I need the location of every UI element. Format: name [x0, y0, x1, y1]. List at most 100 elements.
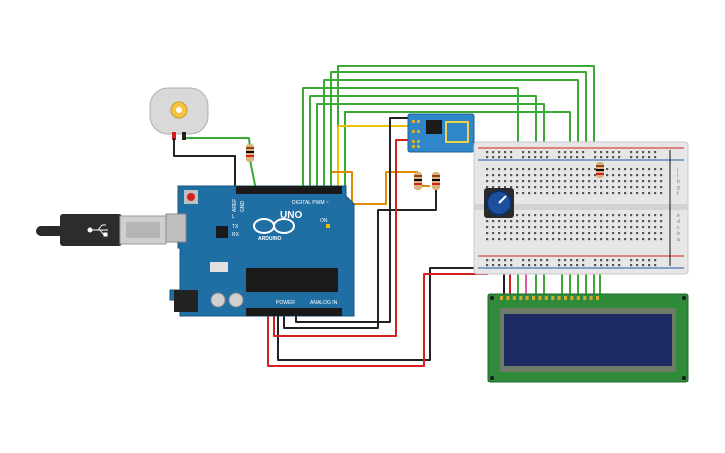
breadboard-hole	[516, 226, 519, 229]
breadboard-hole	[540, 168, 543, 171]
breadboard-hole	[540, 156, 543, 159]
breadboard-hole	[534, 192, 537, 195]
breadboard-hole	[534, 264, 537, 267]
lcd-16x2[interactable]	[487, 293, 689, 383]
breadboard-hole	[642, 264, 645, 267]
breadboard-hole	[654, 156, 657, 159]
breadboard-hole	[648, 180, 651, 183]
breadboard-hole	[546, 226, 549, 229]
breadboard-hole	[528, 232, 531, 235]
breadboard-hole	[636, 220, 639, 223]
breadboard-hole	[540, 264, 543, 267]
breadboard-hole	[546, 232, 549, 235]
breadboard-hole	[564, 226, 567, 229]
breadboard-hole	[636, 168, 639, 171]
breadboard-hole	[504, 259, 507, 262]
usb-cable	[36, 214, 167, 246]
breadboard-hole	[522, 151, 525, 154]
breadboard-hole	[618, 156, 621, 159]
potentiometer[interactable]	[484, 188, 514, 218]
breadboard-hole	[606, 180, 609, 183]
breadboard-hole	[612, 156, 615, 159]
esp8266-module[interactable]	[407, 113, 475, 153]
resistor-breadboard[interactable]	[596, 162, 604, 178]
breadboard-row-letter: a	[677, 237, 680, 243]
lcd-pin	[525, 296, 529, 300]
breadboard-hole	[594, 151, 597, 154]
breadboard-hole	[612, 168, 615, 171]
breadboard-hole	[630, 214, 633, 217]
breadboard-hole	[582, 226, 585, 229]
breadboard-hole	[546, 264, 549, 267]
breadboard-hole	[546, 180, 549, 183]
wire-orange	[332, 171, 418, 205]
breadboard-hole	[540, 214, 543, 217]
breadboard-hole	[630, 180, 633, 183]
breadboard-hole	[570, 151, 573, 154]
breadboard-hole	[564, 180, 567, 183]
breadboard-hole	[594, 232, 597, 235]
breadboard-hole	[558, 151, 561, 154]
breadboard-hole	[582, 220, 585, 223]
breadboard-hole	[570, 186, 573, 189]
breadboard-hole	[612, 220, 615, 223]
breadboard-hole	[636, 232, 639, 235]
breadboard-hole	[600, 214, 603, 217]
breadboard-hole	[636, 264, 639, 267]
breadboard-hole	[528, 192, 531, 195]
breadboard-hole	[660, 186, 663, 189]
breadboard-hole	[564, 192, 567, 195]
breadboard-hole	[564, 259, 567, 262]
breadboard-hole	[600, 226, 603, 229]
breadboard-hole	[630, 238, 633, 241]
breadboard-hole	[558, 264, 561, 267]
on-label: ON	[320, 218, 328, 224]
breadboard-hole	[618, 174, 621, 177]
resistor-esp-1[interactable]	[414, 172, 422, 190]
breadboard-hole	[570, 174, 573, 177]
breadboard-hole	[588, 174, 591, 177]
breadboard-hole	[558, 259, 561, 262]
arduino-uno-board[interactable]: UNO ARDUINO DIGITAL PWM ~ POWER ANALOG I…	[165, 185, 355, 317]
breadboard-hole	[504, 232, 507, 235]
breadboard-hole	[642, 220, 645, 223]
breadboard-hole	[528, 180, 531, 183]
breadboard-hole	[570, 220, 573, 223]
breadboard-hole	[654, 226, 657, 229]
breadboard-hole	[612, 226, 615, 229]
breadboard-hole	[654, 238, 657, 241]
breadboard-hole	[558, 192, 561, 195]
lcd-pin	[551, 296, 555, 300]
wire-resistor-arduino	[249, 159, 257, 191]
breadboard-hole	[498, 226, 501, 229]
breadboard-hole	[594, 226, 597, 229]
breadboard-hole	[648, 151, 651, 154]
resistor-motor[interactable]	[246, 144, 254, 162]
breadboard-hole	[606, 238, 609, 241]
breadboard-hole	[510, 174, 513, 177]
breadboard-hole	[600, 180, 603, 183]
breadboard-hole	[498, 168, 501, 171]
breadboard-hole	[660, 220, 663, 223]
breadboard-hole	[522, 232, 525, 235]
breadboard-hole	[660, 214, 663, 217]
breadboard-hole	[600, 238, 603, 241]
breadboard-hole	[570, 232, 573, 235]
breadboard-hole	[642, 174, 645, 177]
breadboard-hole	[654, 192, 657, 195]
breadboard-hole	[576, 151, 579, 154]
lcd-pin	[506, 296, 510, 300]
breadboard-hole	[528, 238, 531, 241]
dc-motor[interactable]	[149, 87, 209, 140]
breadboard-hole	[558, 156, 561, 159]
lcd-pin	[596, 296, 599, 300]
breadboard-hole	[576, 180, 579, 183]
breadboard-hole	[492, 259, 495, 262]
breadboard-hole	[546, 151, 549, 154]
breadboard-hole	[606, 186, 609, 189]
resistor-esp-2[interactable]	[432, 172, 440, 190]
breadboard-hole	[486, 220, 489, 223]
breadboard-row-letter: g	[677, 185, 680, 191]
breadboard-hole	[582, 186, 585, 189]
